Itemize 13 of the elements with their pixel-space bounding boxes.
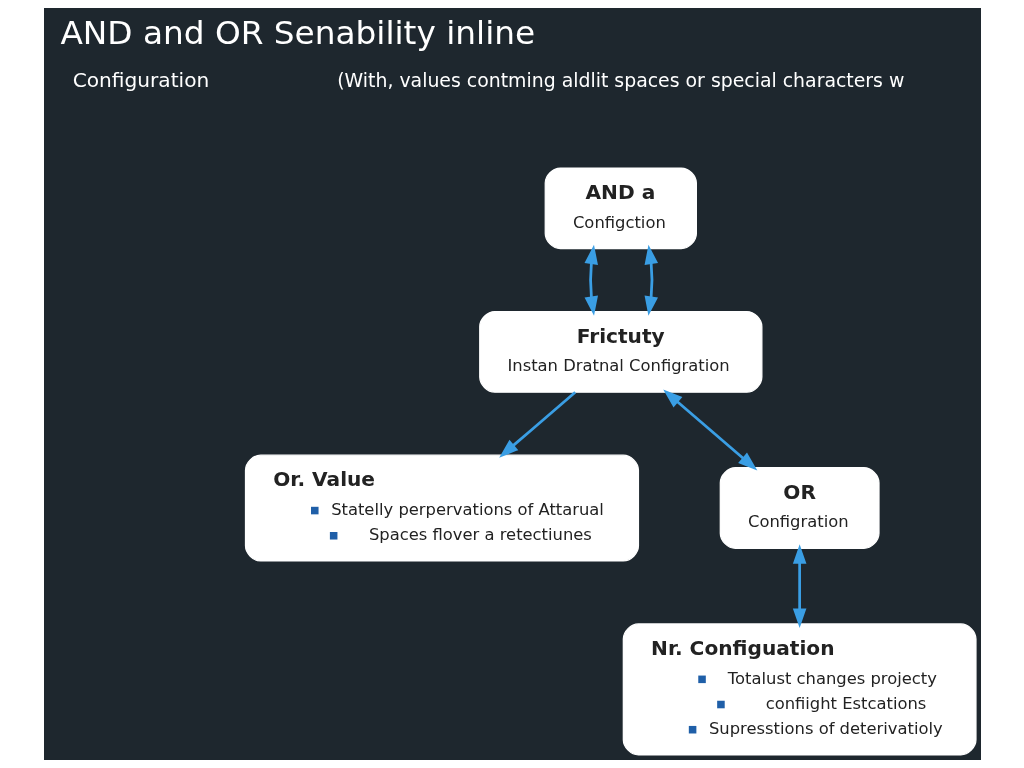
node-box: Nr. Configuation Totalust changes projecty confiight Estcations Supresstions of deterivatioly (622, 623, 977, 756)
node-box: Or. Value Statelly perpervations of Attarual Spaces flover a retectiunes (244, 454, 639, 562)
arrow (644, 244, 658, 316)
label: Configuration (72, 68, 209, 93)
arrow (662, 389, 757, 471)
node-box: AND a Configction (544, 167, 697, 250)
arrow (498, 391, 576, 458)
arrow (792, 544, 806, 628)
node-box: Frictuty Instan Dratnal Configration (478, 310, 762, 393)
arrow (584, 244, 598, 316)
node-box: OR Configration (719, 467, 880, 549)
diagram-title: AND and OR Senability inline (59, 14, 535, 53)
label: (With, values contming aldlit spaces or special characters w (336, 68, 904, 91)
